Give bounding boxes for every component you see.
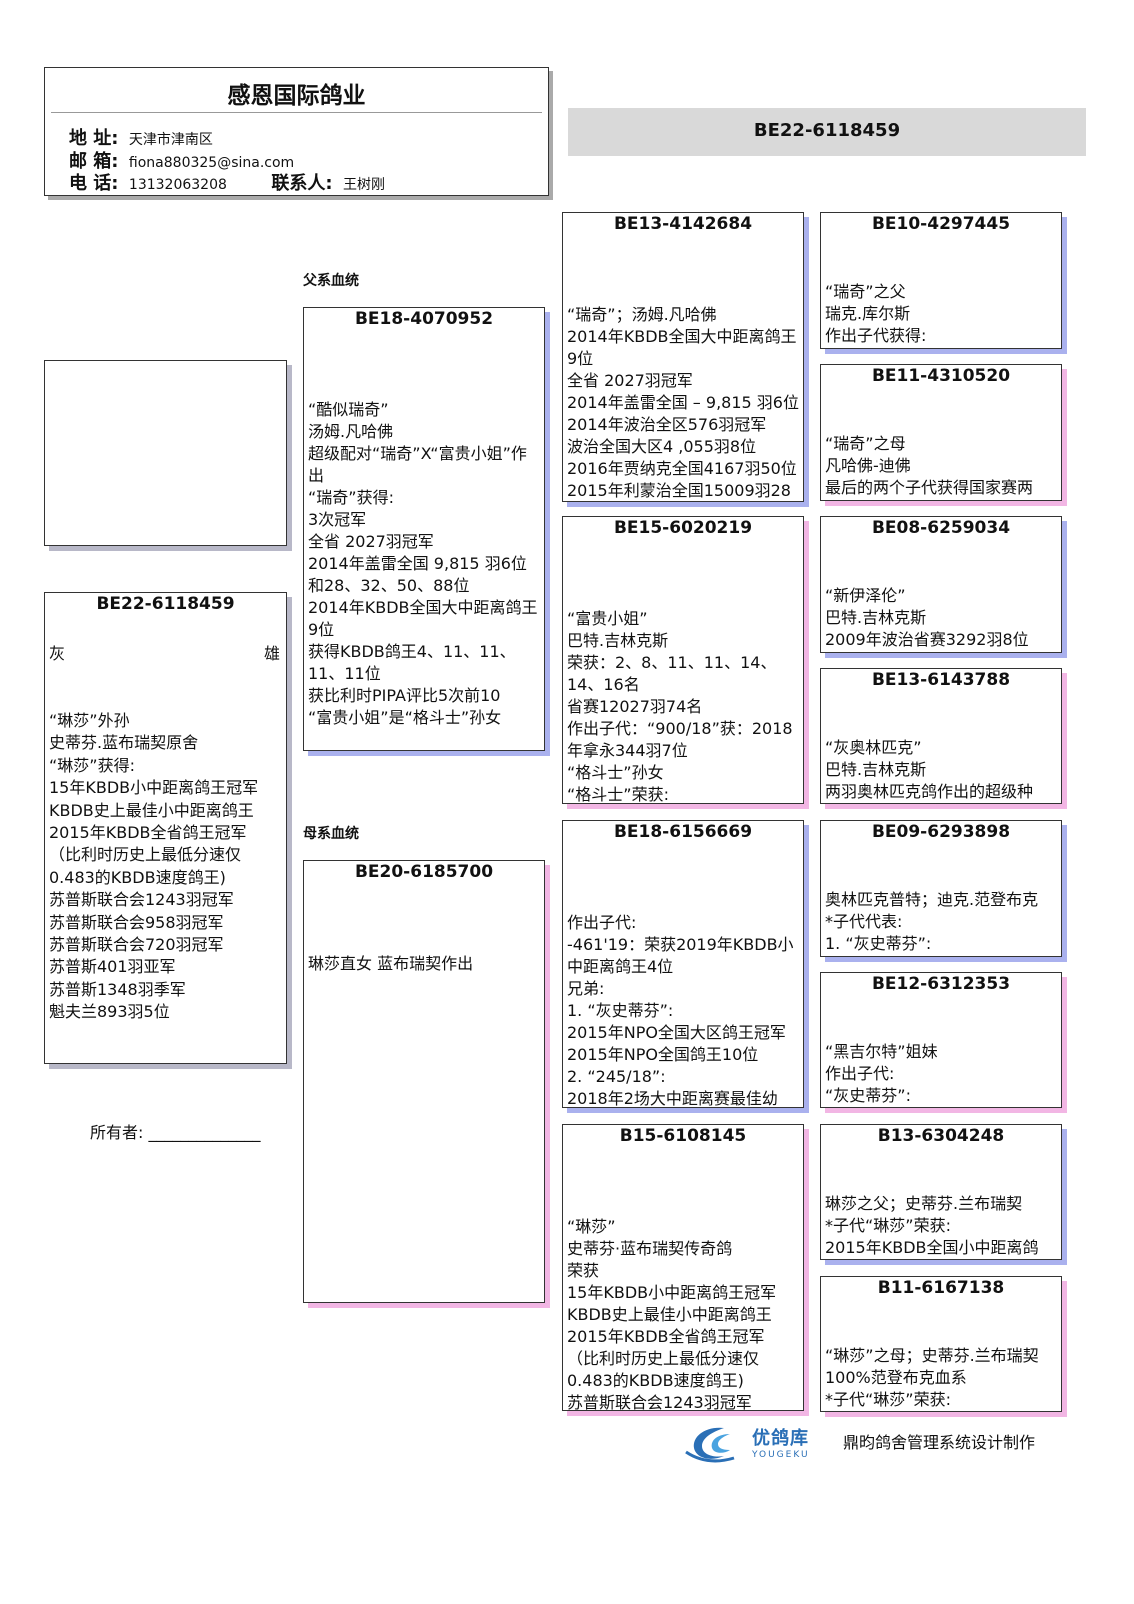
great-grandparent-notes: “瑞奇”之母 凡哈佛-迪佛 最后的两个子代获得国家赛两	[825, 434, 1034, 497]
contact-value: 王树刚	[343, 177, 386, 193]
great-grandparent-notes: “琳莎”之母；史蒂芬.兰布瑞契 100%范登布克血系 *子代“琳莎”荣获:	[825, 1346, 1039, 1409]
great-grandparent-card: B11-6167138 “琳莎”之母；史蒂芬.兰布瑞契 100%范登布克血系 *…	[820, 1276, 1062, 1412]
owner-blank: ______________	[148, 1123, 261, 1142]
yougeku-logo-icon	[684, 1422, 752, 1466]
grandsire-paternal-card: BE13-4142684 “瑞奇”；汤姆.凡哈佛 2014年KBDB全国大中距离…	[562, 212, 804, 502]
great-grandparent-card: B13-6304248 琳莎之父；史蒂芬.兰布瑞契 *子代“琳莎”荣获: 201…	[820, 1124, 1062, 1260]
subject-ring: BE22-6118459	[96, 594, 235, 614]
great-grandparent-ring: BE09-6293898	[871, 822, 1011, 842]
great-grandparent-notes: “瑞奇”之父 瑞克.库尔斯 作出子代获得:	[825, 282, 927, 345]
great-grandparent-ring: BE11-4310520	[871, 366, 1011, 386]
subject-color-sex: 灰 雄	[45, 614, 286, 663]
great-grandparent-card: BE10-4297445 “瑞奇”之父 瑞克.库尔斯 作出子代获得:	[820, 212, 1062, 349]
subject-color: 灰	[49, 644, 66, 663]
contact-label: 联系人:	[271, 173, 333, 194]
great-grandparent-card: BE11-4310520 “瑞奇”之母 凡哈佛-迪佛 最后的两个子代获得国家赛两	[820, 364, 1062, 501]
great-grandparent-ring: BE13-6143788	[871, 670, 1011, 690]
owner-label: 所有者:	[90, 1123, 144, 1142]
grandparent-notes: “琳莎” 史蒂芬·蓝布瑞契传奇鸽 荣获 15年KBDB小中距离鸽王冠军 KBDB…	[567, 1217, 777, 1411]
sire-section-label: 父系血统	[303, 273, 359, 289]
grandparent-ring: B15-6108145	[619, 1126, 747, 1146]
great-grandparent-ring: BE10-4297445	[871, 214, 1011, 234]
logo-subtitle: YOUGEKU	[752, 1450, 810, 1460]
grandparent-notes: “瑞奇”；汤姆.凡哈佛 2014年KBDB全国大中距离鸽王9位 全省 2027羽…	[567, 305, 799, 500]
great-grandparent-card: BE08-6259034 “新伊泽伦” 巴特.吉林克斯 2009年波治省赛329…	[820, 516, 1062, 653]
phone-row: 电 话: 13132063208 联系人: 王树刚	[69, 169, 385, 195]
sire-notes: “酷似瑞奇” 汤姆.凡哈佛 超级配对“瑞奇”X“富贵小姐”作出 “瑞奇”获得: …	[308, 400, 538, 727]
sire-card: BE18-4070952 “酷似瑞奇” 汤姆.凡哈佛 超级配对“瑞奇”X“富贵小…	[303, 307, 545, 751]
great-grandparent-notes: 奥林匹克普特；迪克.范登布克 *子代代表: 1. “灰史蒂芬”:	[825, 890, 1039, 953]
footer-credit: 鼎昀鸽舍管理系统设计制作	[843, 1433, 1036, 1452]
address-label: 地 址:	[69, 128, 119, 149]
great-grandparent-notes: “新伊泽伦” 巴特.吉林克斯 2009年波治省赛3292羽8位	[825, 586, 1029, 649]
grandparent-notes: “富贵小姐” 巴特.吉林克斯 荣获：2、8、11、11、14、14、16名 省赛…	[567, 609, 793, 804]
pigeon-photo-frame	[44, 360, 287, 546]
grandsire-maternal-card: BE18-6156669 作出子代: -461'19：荣获2019年KBDB小中…	[562, 820, 804, 1108]
granddam-paternal-card: BE15-6020219 “富贵小姐” 巴特.吉林克斯 荣获：2、8、11、11…	[562, 516, 804, 804]
header-divider	[51, 112, 542, 113]
great-grandparent-ring: BE12-6312353	[871, 974, 1011, 994]
email-label: 邮 箱:	[69, 151, 119, 172]
phone-label: 电 话:	[69, 173, 119, 194]
sire-ring: BE18-4070952	[354, 309, 494, 329]
address-value: 天津市津南区	[128, 132, 213, 148]
great-grandparent-notes: “黑吉尔特”姐妹 作出子代: “灰史蒂芬”:	[825, 1042, 938, 1105]
pigeon-ring-title: BE22-6118459	[753, 120, 901, 141]
yougeku-logo: 优鸽库 YOUGEKU	[752, 1424, 810, 1460]
phone-value: 13132063208	[128, 177, 227, 193]
great-grandparent-card: BE12-6312353 “黑吉尔特”姐妹 作出子代: “灰史蒂芬”:	[820, 972, 1062, 1108]
subject-sex: 雄	[263, 644, 280, 663]
great-grandparent-ring: B11-6167138	[877, 1278, 1005, 1298]
grandparent-ring: BE15-6020219	[613, 518, 753, 538]
subject-notes: “琳莎”外孙 史蒂芬.蓝布瑞契原舍 “琳莎”获得: 15年KBDB小中距离鸽王冠…	[49, 711, 259, 1022]
subject-card: BE22-6118459 灰 雄 “琳莎”外孙 史蒂芬.蓝布瑞契原舍 “琳莎”获…	[44, 592, 287, 1064]
dam-notes: 琳莎直女 蓝布瑞契作出	[308, 954, 474, 973]
great-grandparent-ring: B13-6304248	[877, 1126, 1005, 1146]
great-grandparent-ring: BE08-6259034	[871, 518, 1011, 538]
grandparent-ring: BE13-4142684	[613, 214, 753, 234]
grandparent-notes: 作出子代: -461'19：荣获2019年KBDB小中距离鸽王4位 兄弟: 1.…	[567, 913, 794, 1108]
great-grandparent-card: BE09-6293898 奥林匹克普特；迪克.范登布克 *子代代表: 1. “灰…	[820, 820, 1062, 957]
great-grandparent-card: BE13-6143788 “灰奥林匹克” 巴特.吉林克斯 两羽奥林匹克鸽作出的超…	[820, 668, 1062, 804]
grandparent-ring: BE18-6156669	[613, 822, 753, 842]
great-grandparent-notes: 琳莎之父；史蒂芬.兰布瑞契 *子代“琳莎”荣获: 2015年KBDB全国小中距离…	[825, 1194, 1039, 1257]
owner-line: 所有者: ______________	[90, 1119, 261, 1143]
loft-title: 感恩国际鸽业	[227, 83, 366, 109]
dam-section-label: 母系血统	[303, 826, 359, 842]
logo-text: 优鸽库	[752, 1428, 809, 1449]
great-grandparent-notes: “灰奥林匹克” 巴特.吉林克斯 两羽奥林匹克鸽作出的超级种	[825, 738, 1034, 801]
granddam-maternal-card: B15-6108145 “琳莎” 史蒂芬·蓝布瑞契传奇鸽 荣获 15年KBDB小…	[562, 1124, 804, 1411]
email-value: fiona880325@sina.com	[128, 155, 295, 171]
pigeon-ring-band: BE22-6118459	[568, 108, 1086, 156]
dam-card: BE20-6185700 琳莎直女 蓝布瑞契作出	[303, 860, 545, 1303]
loft-header: 感恩国际鸽业 地 址: 天津市津南区 邮 箱: fiona880325@sina…	[44, 67, 549, 196]
address-row: 地 址: 天津市津南区	[69, 124, 213, 150]
dam-ring: BE20-6185700	[354, 862, 494, 882]
email-row: 邮 箱: fiona880325@sina.com	[69, 147, 294, 173]
